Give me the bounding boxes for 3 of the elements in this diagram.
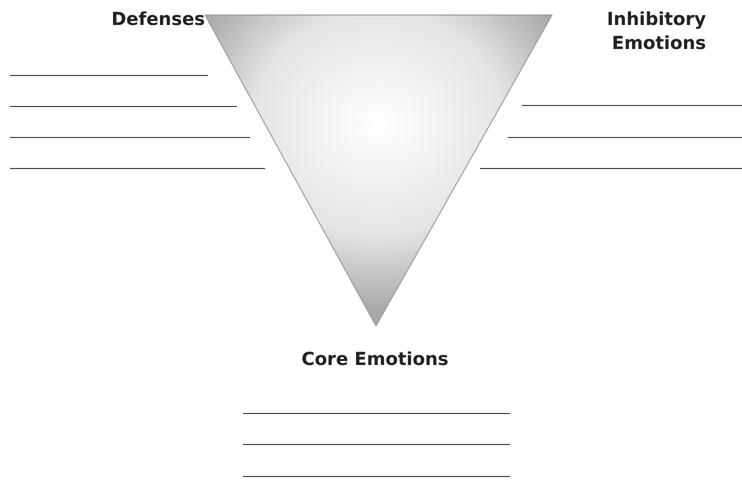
- corner-label: Inhibitory Emotions: [606, 8, 706, 56]
- corner-label: Defenses: [110, 8, 205, 32]
- corner-label: Core Emotions: [300, 348, 450, 372]
